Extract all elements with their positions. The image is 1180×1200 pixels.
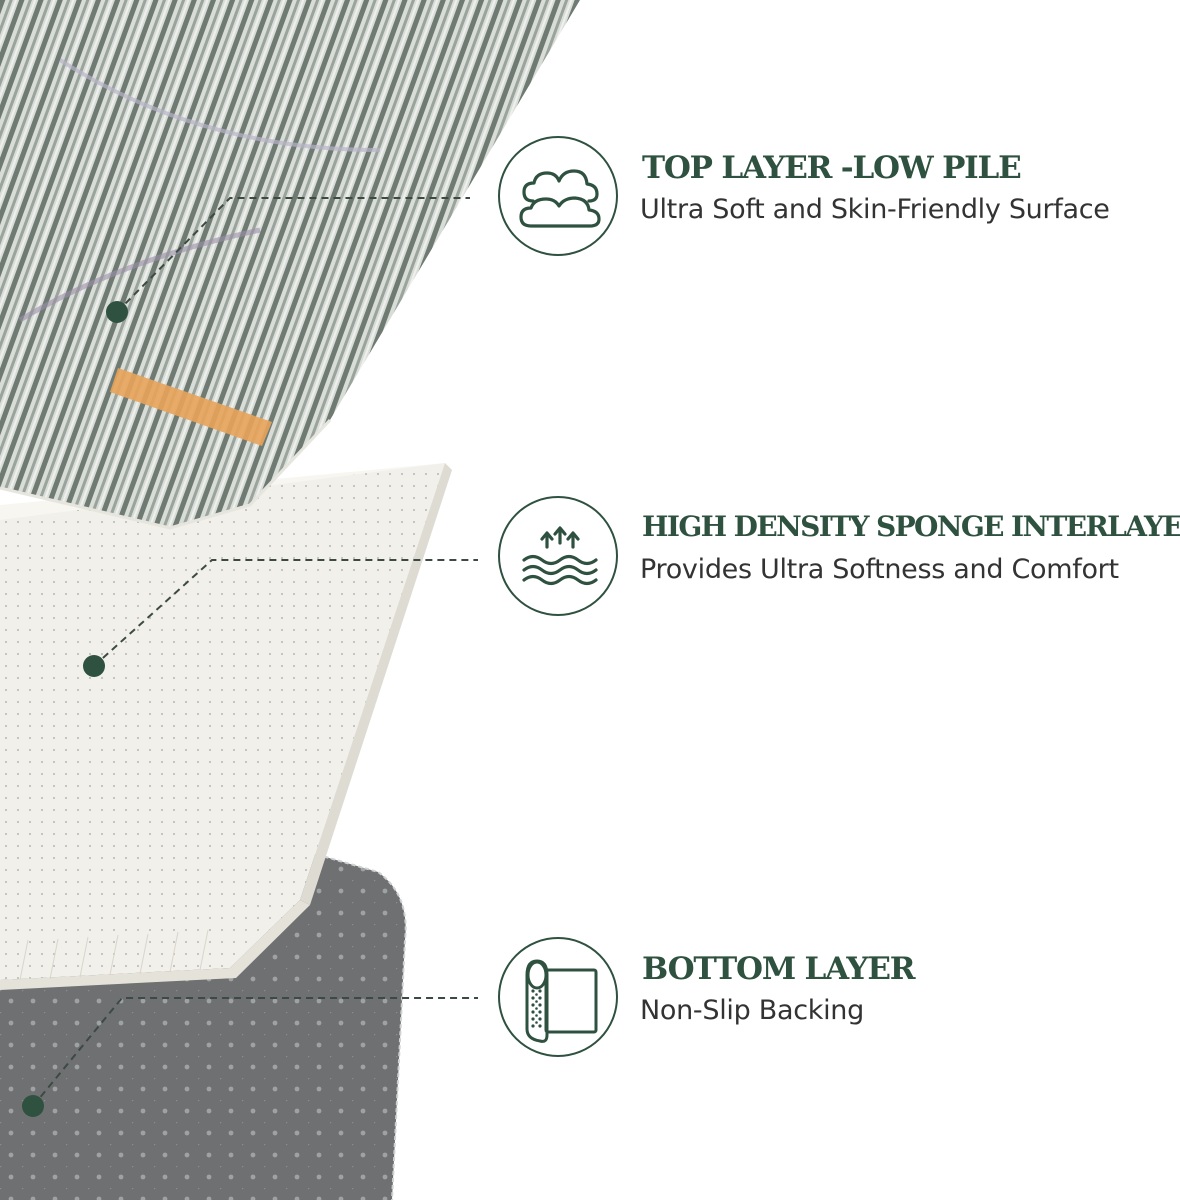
feature-top-layer: TOP LAYER -LOW PILE Ultra Soft and Skin-…	[498, 136, 1178, 266]
leader-lines	[32, 197, 478, 1107]
leader-dot-top	[106, 301, 128, 323]
icon-ring	[498, 937, 618, 1057]
cloud-icon	[519, 169, 601, 228]
icon-ring	[498, 496, 618, 616]
feature-title: HIGH DENSITY SPONGE INTERLAYER	[642, 510, 1180, 543]
feature-sponge-interlayer: HIGH DENSITY SPONGE INTERLAYER Provides …	[498, 496, 1180, 626]
feature-description: Non-Slip Backing	[640, 995, 864, 1026]
feature-bottom-layer: BOTTOM LAYER Non-Slip Backing	[498, 937, 1178, 1067]
leader-dots	[22, 301, 128, 1117]
feature-description: Ultra Soft and Skin-Friendly Surface	[640, 194, 1110, 225]
sponge-waves-icon	[522, 526, 598, 586]
feature-description: Provides Ultra Softness and Comfort	[640, 554, 1119, 585]
top-layer-pile	[0, 0, 580, 530]
feature-title: BOTTOM LAYER	[642, 951, 916, 987]
leader-dot-middle	[83, 655, 105, 677]
rolled-backing-icon	[525, 959, 598, 1043]
feature-title: TOP LAYER -LOW PILE	[642, 150, 1022, 186]
leader-dot-bottom	[22, 1095, 44, 1117]
icon-ring	[498, 136, 618, 256]
